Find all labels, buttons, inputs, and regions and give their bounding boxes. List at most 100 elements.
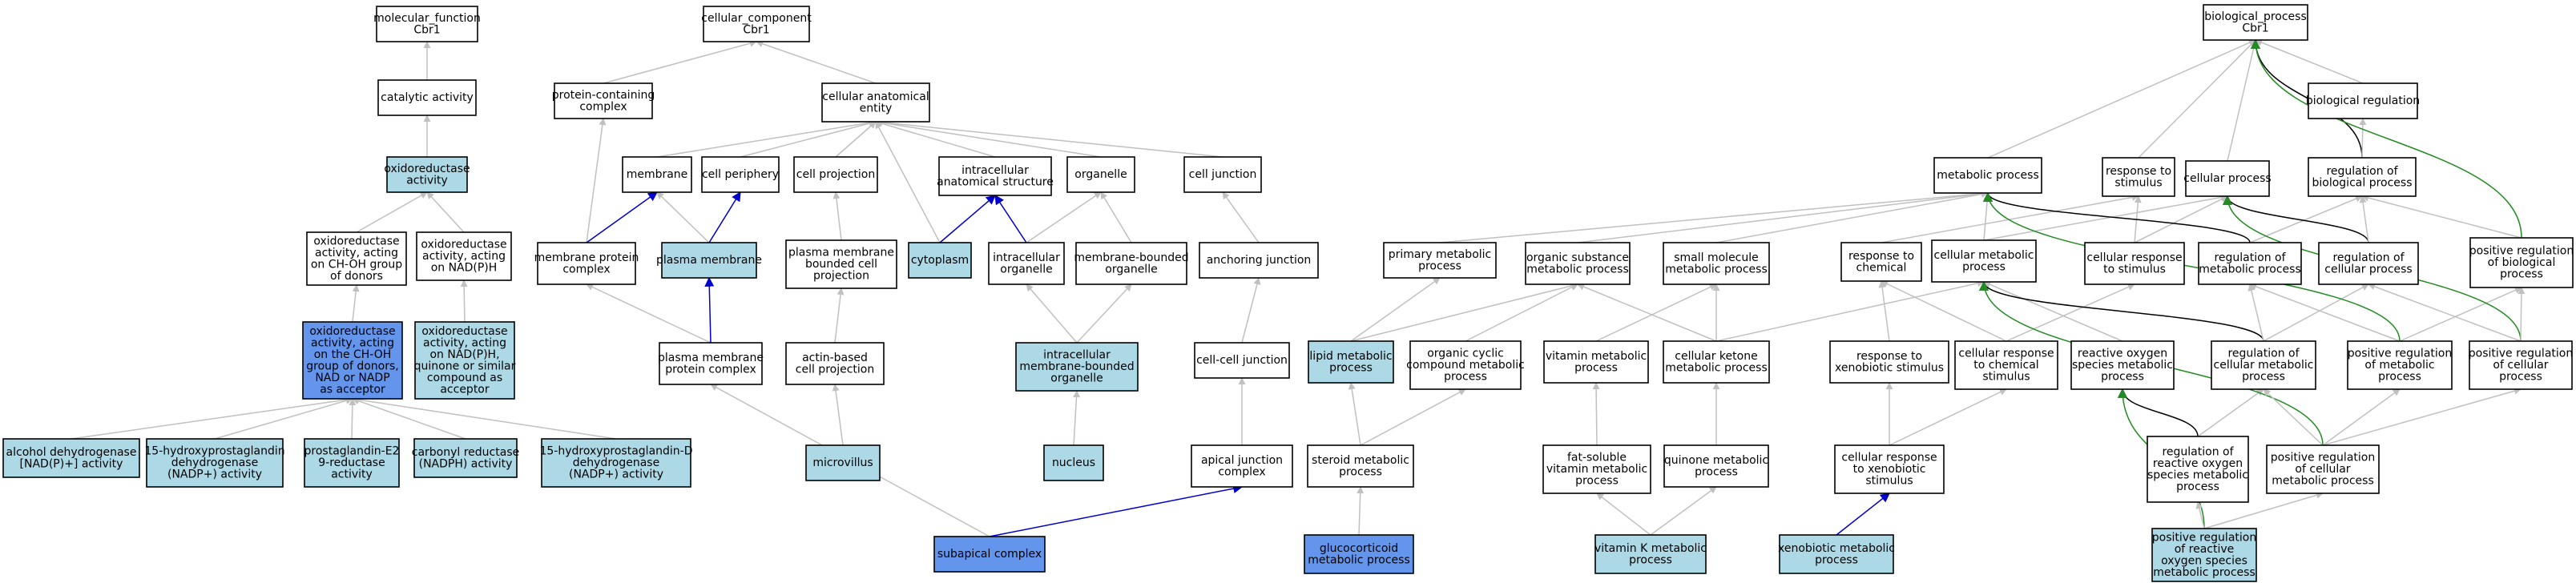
go-term-label-line: species metabolic — [2147, 468, 2248, 481]
edge-actin-proj-to-pm-bounded-proj — [834, 287, 845, 344]
edge-metab-proc-to-bp-root — [1987, 39, 2256, 159]
go-term-label-line: membrane-bounded — [1019, 360, 1134, 373]
go-term-label-line: entity — [860, 102, 893, 115]
go-term-label-line: process — [1695, 465, 1738, 478]
edge-reg-cell-metab-to-reg-metab — [2247, 283, 2264, 342]
go-term-label-line: acceptor — [440, 383, 490, 396]
edge — [1987, 39, 2256, 159]
go-term-label-line: regulation of — [2162, 445, 2234, 458]
go-term-plasma-mem: plasma membrane — [656, 242, 762, 279]
go-term-label-line: process — [2378, 371, 2421, 384]
go-term-box — [785, 239, 897, 289]
edge-pos-reg-ros-to-pos-reg-cell-metab — [2203, 491, 2324, 529]
go-term-box — [1594, 534, 1707, 574]
go-term-box — [1194, 342, 1290, 379]
edge-pos-reg-metab-to-pos-reg-bio — [2399, 287, 2522, 342]
go-term-box — [386, 156, 468, 193]
edge-intracell-org-to-intracell-struct — [994, 194, 1027, 243]
go-term-label-line: (NADPH) activity — [419, 457, 513, 470]
edge — [2359, 195, 2369, 243]
go-term-box — [302, 321, 403, 400]
edge — [2518, 287, 2526, 342]
go-term-nucleus: nucleus — [1043, 444, 1104, 481]
go-term-label-line: cell projection — [796, 363, 874, 376]
go-term-label-line: Cbr1 — [743, 23, 769, 36]
edge-pm-bounded-proj-to-cell-proj — [832, 191, 842, 241]
go-term-box — [908, 242, 972, 279]
go-term-label-line: plasma membrane — [656, 254, 762, 267]
go-term-label-line: xenobiotic stimulus — [1835, 361, 1944, 374]
go-term-box — [376, 6, 478, 42]
go-term-organelle: organelle — [1066, 156, 1135, 193]
go-term-label-line: metabolic process — [2199, 263, 2301, 275]
edge — [1836, 493, 1890, 536]
go-term-label-line: carbonyl reductase — [412, 446, 519, 459]
edge-carbonyl-red-to-ox-nadacc — [352, 397, 466, 440]
go-term-label-line: [NAD(P)+] activity — [20, 457, 123, 470]
edge — [2197, 388, 2264, 437]
edge — [656, 191, 710, 243]
go-term-label-line: positive regulation — [2271, 452, 2375, 464]
go-term-box — [2308, 82, 2418, 119]
edge-ox-quinone-to-ox-nadph — [460, 279, 468, 323]
edge — [426, 191, 465, 233]
edge-cell-resp-xeno-to-cell-resp-chem — [1889, 388, 2007, 446]
go-term-label-line: subapical complex — [937, 548, 1042, 561]
go-term-label-line: cellular_component — [701, 12, 812, 25]
go-term-label-line: membrane protein — [534, 251, 639, 264]
edge — [2134, 195, 2228, 243]
edge — [1983, 191, 2251, 243]
edge — [2249, 195, 2363, 243]
go-term-label-line: of cellular — [2493, 359, 2548, 372]
go-term-box — [1663, 340, 1770, 384]
edge-ox-chohgroup-to-oxidored — [356, 191, 428, 233]
edge-pgd15-dh-to-ox-nadacc — [352, 396, 617, 440]
edge-reg-ros-metab-to-reg-cell-metab — [2197, 388, 2264, 437]
edge — [1983, 191, 2401, 342]
go-term-box — [785, 342, 885, 385]
edge-pos-reg-cell-metab-to-pos-reg-metab — [2322, 388, 2401, 446]
edge — [356, 191, 428, 233]
go-term-label-line: group of donors, — [306, 360, 398, 372]
edge — [835, 121, 877, 158]
go-term-label-line: metabolic process — [2272, 475, 2374, 488]
edge-org-sub-metab-to-metab-proc — [1577, 190, 1989, 243]
go-term-box — [2198, 242, 2302, 285]
go-term-label-line: regulation of — [2227, 348, 2300, 360]
go-term-label-line: reactive oxygen — [2078, 348, 2167, 360]
go-term-box — [1075, 242, 1187, 285]
go-term-label-line: chemical — [1856, 261, 1907, 274]
go-term-label-line: cellular ketone — [1675, 350, 1757, 363]
go-term-label-line: cell junction — [1189, 168, 1257, 181]
edge-fat-sol-vit-to-vitamin-metab — [1592, 382, 1600, 446]
go-term-label-line: organelle — [1050, 372, 1103, 385]
go-term-box — [2469, 340, 2573, 390]
edge-pos-reg-metab-to-metab-proc — [1983, 191, 2401, 342]
edge-pos-reg-ros-to-reg-ros-metab — [2195, 501, 2205, 529]
edge — [2203, 491, 2324, 529]
go-term-label-line: 15-hydroxyprostaglandin — [144, 445, 284, 458]
go-term-label-line: process — [2101, 371, 2144, 384]
edge — [1026, 283, 1078, 344]
edge-glucocorticoid-to-steroid-metab — [1357, 486, 1365, 536]
go-term-label-line: process — [1339, 465, 1382, 478]
go-term-label-line: biological regulation — [2306, 94, 2420, 107]
go-term-label-line: to stimulus — [2103, 263, 2166, 275]
go-term-label-line: of reactive — [2175, 543, 2235, 556]
go-term-label-line: cellular process — [2183, 172, 2271, 185]
go-term-box — [661, 242, 757, 279]
edge-mem-bound-org-to-organelle — [1100, 191, 1132, 243]
edge — [214, 396, 353, 440]
go-term-label-line: actin-based — [802, 352, 868, 364]
go-term-label-line: biological process — [2312, 176, 2413, 189]
